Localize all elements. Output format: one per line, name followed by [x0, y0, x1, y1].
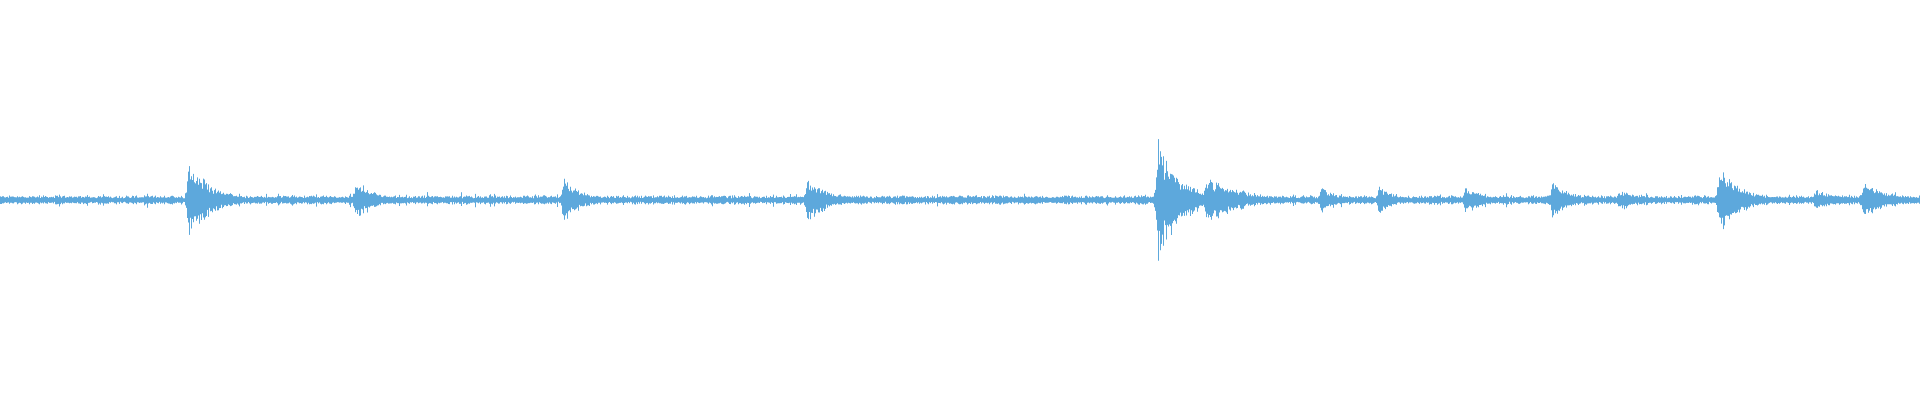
waveform-trace [0, 139, 1920, 261]
